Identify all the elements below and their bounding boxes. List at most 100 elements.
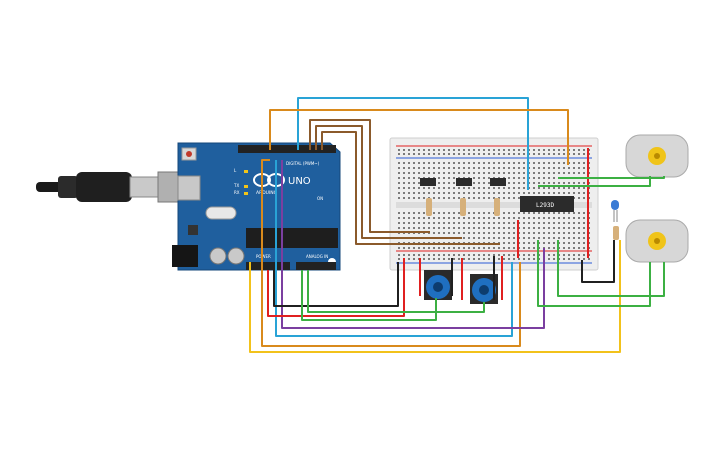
breadboard-hole[interactable] — [498, 172, 500, 174]
breadboard-hole[interactable] — [493, 149, 495, 151]
breadboard-hole[interactable] — [493, 247, 495, 249]
breadboard-hole[interactable] — [408, 254, 410, 256]
breadboard-hole[interactable] — [528, 247, 530, 249]
breadboard-hole[interactable] — [483, 182, 485, 184]
breadboard-hole[interactable] — [518, 197, 520, 199]
breadboard-hole[interactable] — [428, 217, 430, 219]
breadboard-hole[interactable] — [568, 172, 570, 174]
breadboard-hole[interactable] — [448, 192, 450, 194]
breadboard-hole[interactable] — [483, 222, 485, 224]
breadboard-hole[interactable] — [438, 222, 440, 224]
breadboard-hole[interactable] — [423, 254, 425, 256]
breadboard-hole[interactable] — [478, 222, 480, 224]
breadboard-hole[interactable] — [448, 149, 450, 151]
breadboard-hole[interactable] — [513, 222, 515, 224]
breadboard-hole[interactable] — [413, 227, 415, 229]
breadboard-hole[interactable] — [453, 254, 455, 256]
breadboard-hole[interactable] — [513, 217, 515, 219]
breadboard-hole[interactable] — [488, 217, 490, 219]
breadboard-hole[interactable] — [508, 192, 510, 194]
breadboard-hole[interactable] — [503, 212, 505, 214]
breadboard-hole[interactable] — [543, 177, 545, 179]
breadboard-hole[interactable] — [538, 149, 540, 151]
breadboard-hole[interactable] — [413, 222, 415, 224]
breadboard-hole[interactable] — [423, 258, 425, 260]
breadboard-hole[interactable] — [483, 237, 485, 239]
breadboard-hole[interactable] — [503, 237, 505, 239]
breadboard-hole[interactable] — [433, 172, 435, 174]
breadboard-hole[interactable] — [518, 258, 520, 260]
breadboard-hole[interactable] — [543, 232, 545, 234]
breadboard-hole[interactable] — [478, 192, 480, 194]
breadboard-hole[interactable] — [538, 237, 540, 239]
breadboard-hole[interactable] — [468, 167, 470, 169]
breadboard-hole[interactable] — [423, 153, 425, 155]
breadboard-hole[interactable] — [468, 187, 470, 189]
breadboard-hole[interactable] — [518, 177, 520, 179]
breadboard-hole[interactable] — [453, 177, 455, 179]
breadboard-hole[interactable] — [513, 192, 515, 194]
breadboard-hole[interactable] — [398, 227, 400, 229]
breadboard-hole[interactable] — [478, 232, 480, 234]
breadboard-hole[interactable] — [538, 162, 540, 164]
breadboard-hole[interactable] — [523, 237, 525, 239]
breadboard-hole[interactable] — [418, 254, 420, 256]
breadboard-hole[interactable] — [433, 247, 435, 249]
breadboard-hole[interactable] — [553, 182, 555, 184]
breadboard-hole[interactable] — [493, 222, 495, 224]
breadboard-hole[interactable] — [578, 247, 580, 249]
breadboard-hole[interactable] — [553, 222, 555, 224]
breadboard-hole[interactable] — [443, 227, 445, 229]
breadboard-hole[interactable] — [538, 153, 540, 155]
breadboard-hole[interactable] — [408, 247, 410, 249]
breadboard-hole[interactable] — [513, 258, 515, 260]
breadboard-hole[interactable] — [508, 187, 510, 189]
breadboard-hole[interactable] — [513, 237, 515, 239]
breadboard-hole[interactable] — [583, 182, 585, 184]
breadboard-hole[interactable] — [563, 192, 565, 194]
breadboard-hole[interactable] — [438, 258, 440, 260]
breadboard-hole[interactable] — [443, 232, 445, 234]
breadboard-hole[interactable] — [403, 197, 405, 199]
breadboard-hole[interactable] — [513, 149, 515, 151]
breadboard-hole[interactable] — [468, 232, 470, 234]
breadboard-hole[interactable] — [568, 237, 570, 239]
breadboard-hole[interactable] — [478, 182, 480, 184]
breadboard-hole[interactable] — [573, 172, 575, 174]
breadboard-hole[interactable] — [468, 162, 470, 164]
breadboard-hole[interactable] — [573, 232, 575, 234]
breadboard-hole[interactable] — [563, 212, 565, 214]
breadboard-hole[interactable] — [413, 254, 415, 256]
breadboard-hole[interactable] — [443, 258, 445, 260]
breadboard-hole[interactable] — [448, 217, 450, 219]
breadboard-hole[interactable] — [558, 182, 560, 184]
breadboard-hole[interactable] — [563, 227, 565, 229]
breadboard-hole[interactable] — [533, 153, 535, 155]
breadboard-hole[interactable] — [438, 232, 440, 234]
breadboard-hole[interactable] — [553, 212, 555, 214]
breadboard-hole[interactable] — [508, 237, 510, 239]
breadboard-hole[interactable] — [413, 212, 415, 214]
breadboard-hole[interactable] — [543, 237, 545, 239]
breadboard-hole[interactable] — [488, 197, 490, 199]
breadboard-hole[interactable] — [493, 217, 495, 219]
breadboard-hole[interactable] — [428, 192, 430, 194]
breadboard-hole[interactable] — [488, 149, 490, 151]
breadboard-hole[interactable] — [473, 182, 475, 184]
breadboard-hole[interactable] — [583, 237, 585, 239]
breadboard-hole[interactable] — [493, 237, 495, 239]
breadboard-hole[interactable] — [468, 222, 470, 224]
breadboard-hole[interactable] — [498, 217, 500, 219]
breadboard-hole[interactable] — [498, 192, 500, 194]
breadboard-hole[interactable] — [498, 222, 500, 224]
breadboard-hole[interactable] — [528, 242, 530, 244]
breadboard-hole[interactable] — [478, 217, 480, 219]
breadboard-hole[interactable] — [508, 227, 510, 229]
breadboard-hole[interactable] — [443, 212, 445, 214]
breadboard-hole[interactable] — [463, 232, 465, 234]
breadboard-hole[interactable] — [553, 187, 555, 189]
breadboard-hole[interactable] — [573, 182, 575, 184]
breadboard-hole[interactable] — [583, 162, 585, 164]
breadboard-hole[interactable] — [523, 217, 525, 219]
breadboard-hole[interactable] — [523, 177, 525, 179]
